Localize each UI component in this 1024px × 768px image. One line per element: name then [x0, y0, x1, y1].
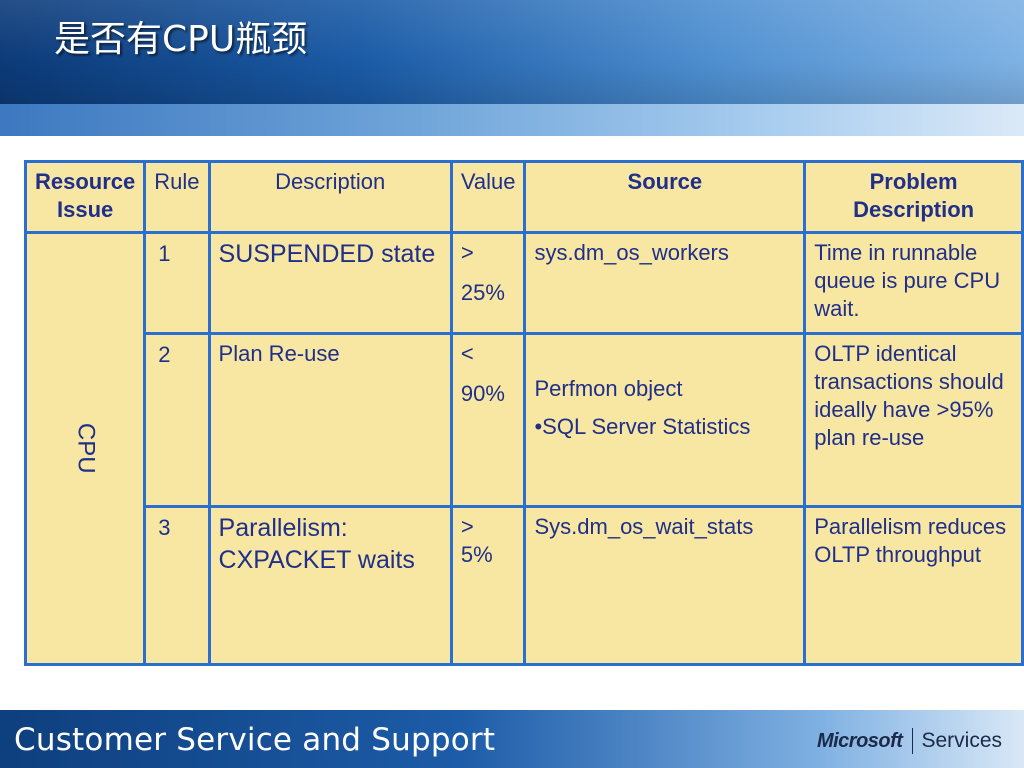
- microsoft-wordmark: Microsoft: [816, 729, 903, 752]
- row-description: SUSPENDED state: [207, 231, 453, 335]
- resource-label: CPU: [72, 423, 100, 474]
- table-row: 3 Parallelism: CXPACKET waits > 5% Sys.d…: [26, 505, 1024, 666]
- footer-title: Customer Service and Support: [14, 722, 496, 758]
- row-source: Sys.dm_os_wait_stats: [523, 505, 807, 666]
- header-banner: [0, 0, 1024, 104]
- header-source: Source: [523, 160, 807, 234]
- slide-title: 是否有CPU瓶颈: [54, 19, 308, 60]
- row-value: > 25%: [449, 231, 527, 335]
- value-number: 5%: [460, 541, 493, 567]
- source-bullet: •SQL Server Statistics: [534, 413, 751, 439]
- row-problem: Parallelism reduces OLTP throughput: [803, 505, 1024, 666]
- row-source: sys.dm_os_workers: [523, 231, 807, 335]
- value-number: 25%: [460, 279, 505, 305]
- value-operator: <: [460, 341, 474, 366]
- header-description: Description: [207, 160, 453, 234]
- rules-table: Resource Issue Rule Description Value So…: [23, 160, 1024, 666]
- resource-cell: CPU: [23, 231, 147, 666]
- header-problem-description: Problem Description: [803, 160, 1024, 234]
- row-source: Perfmon object •SQL Server Statistics: [523, 332, 807, 508]
- row-value: > 5%: [449, 505, 527, 666]
- services-wordmark: Services: [921, 729, 1002, 752]
- row-description: Parallelism: CXPACKET waits: [207, 505, 453, 666]
- footer-banner: Customer Service and Support Microsoft S…: [0, 710, 1024, 768]
- header-rule: Rule: [143, 160, 211, 234]
- table-row: CPU 1 SUSPENDED state > 25% sys.dm_os_wo…: [23, 231, 1024, 666]
- logo-divider: [912, 728, 914, 754]
- table-header-row: Resource Issue Rule Description Value So…: [23, 160, 1024, 234]
- table-row: 2 Plan Re-use < 90% Perfmon object •SQL …: [26, 332, 1024, 508]
- row-description: Plan Re-use: [207, 332, 453, 508]
- rule-number: 2: [143, 332, 211, 508]
- row-problem: OLTP identical transactions should ideal…: [803, 332, 1024, 508]
- rule-number: 1: [143, 231, 211, 335]
- source-line: Perfmon object: [534, 376, 683, 401]
- row-problem: Time in runnable queue is pure CPU wait.: [803, 231, 1024, 335]
- value-operator: >: [460, 514, 474, 539]
- header-resource-issue: Resource Issue: [23, 160, 147, 234]
- header-strip: [0, 104, 1024, 136]
- row-value: < 90%: [449, 332, 527, 508]
- header-value: Value: [449, 160, 527, 234]
- rule-number: 3: [143, 505, 211, 666]
- value-number: 90%: [460, 380, 505, 406]
- microsoft-services-logo: Microsoft Services: [817, 728, 1002, 754]
- value-operator: >: [460, 240, 474, 265]
